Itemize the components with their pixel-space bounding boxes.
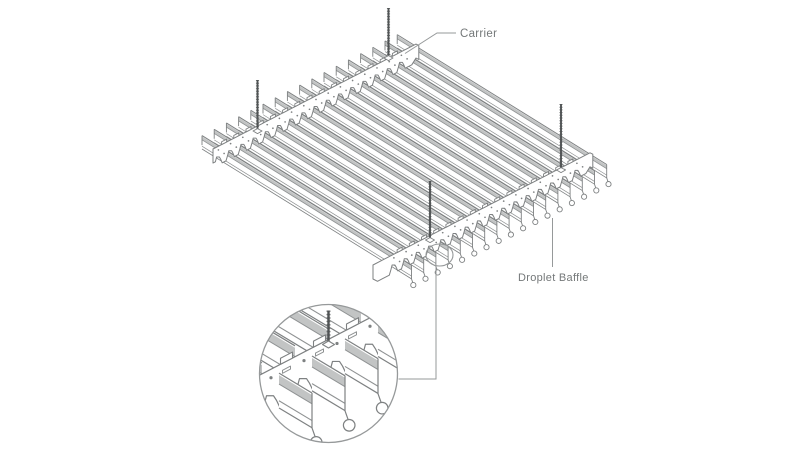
detail-circle-outline — [258, 303, 399, 444]
back-carrier — [212, 43, 420, 164]
hanger-rods — [252, 8, 566, 244]
hanger-rod — [425, 181, 435, 244]
detail-baffle-fin — [311, 355, 356, 432]
carrier-leader-line — [404, 32, 456, 54]
isometric-scene — [201, 8, 612, 289]
hanger-rod — [252, 80, 263, 135]
hanger-rod — [383, 8, 394, 62]
droplet-baffle — [335, 65, 551, 219]
detail-connector-line — [398, 266, 437, 380]
detail-baffle-fin — [411, 305, 454, 380]
detail-hanger-rod — [321, 310, 336, 349]
detail-baffle-fin — [278, 372, 323, 443]
carrier-label: Carrier — [460, 28, 497, 40]
detail-baffle-upper — [259, 304, 263, 399]
droplet-baffle — [384, 40, 600, 194]
droplet-baffle-label: Droplet Baffle — [518, 272, 589, 284]
droplet-baffle — [396, 34, 612, 188]
detail-source-marker — [425, 243, 454, 267]
detail-baffle-fin — [344, 338, 389, 415]
droplet-baffle — [201, 135, 417, 289]
baffle-field — [201, 34, 612, 289]
front-carrier — [372, 152, 594, 282]
detail-baffle-upper — [259, 304, 296, 382]
detail-baffle-upper — [259, 304, 329, 364]
droplet-baffle — [311, 78, 527, 232]
droplet-baffle — [286, 90, 502, 244]
detail-baffle-upper — [259, 304, 362, 347]
hanger-rod — [556, 104, 566, 174]
